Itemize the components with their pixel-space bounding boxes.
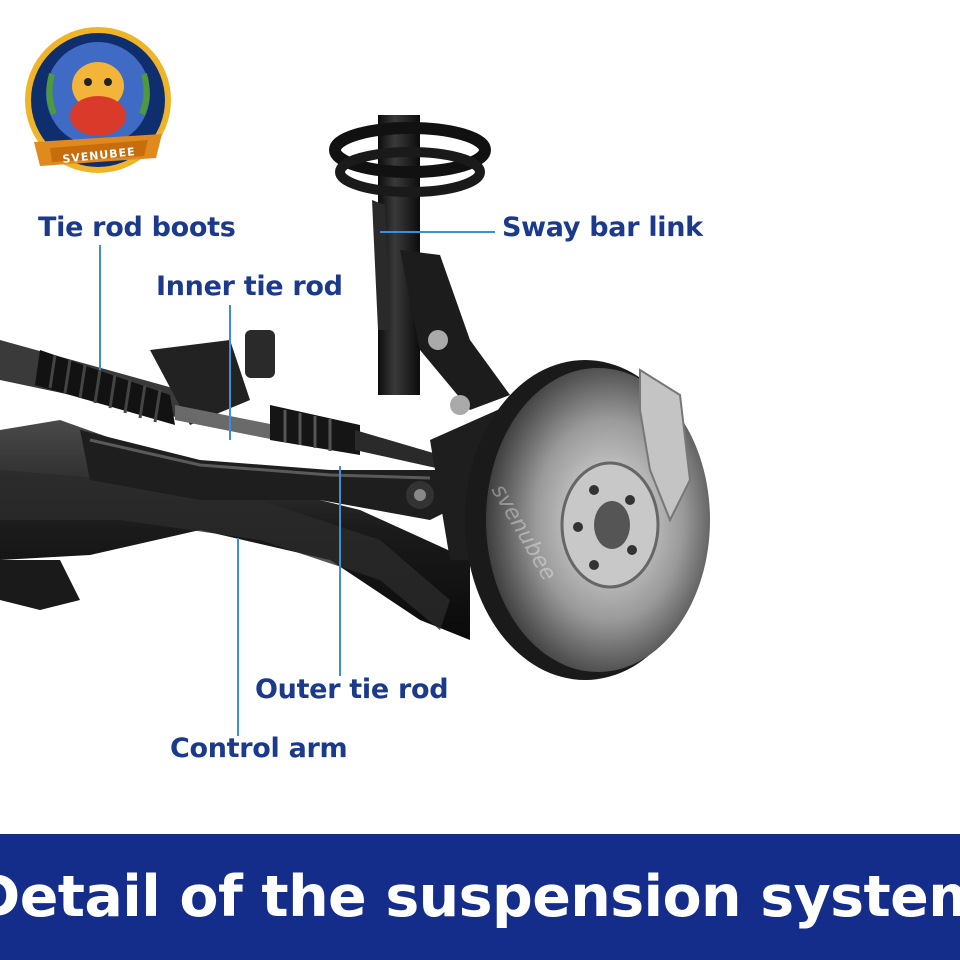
label-inner-tie-rod: Inner tie rod [156,271,343,302]
label-control-arm: Control arm [170,733,348,764]
inner-tie-rod [175,405,300,445]
suspension-diagram: SVENUBEE Tie rod boots Inner tie rod Swa… [0,24,710,764]
outer-tie-rod [355,430,445,470]
suspension-illustration [0,115,710,736]
banner-title: Detail of the suspension system [0,864,960,930]
brake-caliper [639,368,692,523]
label-outer-tie-rod: Outer tie rod [255,674,449,705]
strut [329,115,510,415]
control-arm [80,430,470,520]
label-tie-rod-boots: Tie rod boots [38,212,236,243]
tie-rod-boot [35,350,175,425]
label-sway-bar-link: Sway bar link [502,212,703,243]
brand-logo: SVENUBEE [24,24,172,176]
leader-lines [99,231,495,736]
title-banner: Detail of the suspension system [0,834,960,960]
